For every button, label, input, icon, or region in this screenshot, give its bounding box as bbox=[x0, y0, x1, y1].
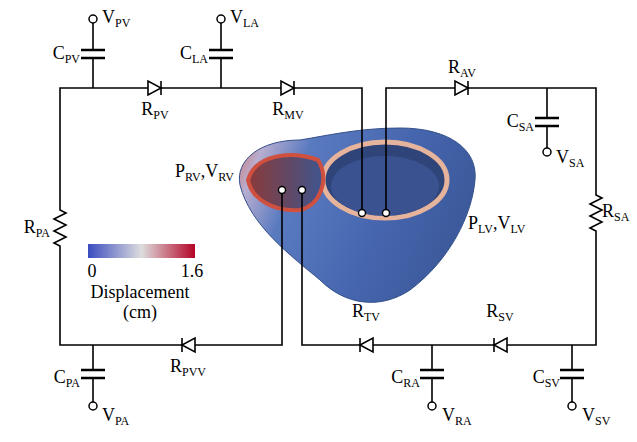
component-label: CLA bbox=[180, 42, 208, 66]
terminal bbox=[89, 15, 576, 410]
component-label: RPVV bbox=[170, 355, 206, 379]
component-label: CSV bbox=[533, 366, 560, 390]
component-label: CSA bbox=[507, 110, 534, 134]
component-label: CPV bbox=[53, 42, 80, 66]
component-label: RSV bbox=[486, 300, 513, 324]
volume-terminal-label: VPA bbox=[102, 404, 129, 428]
diode-symbol bbox=[148, 81, 507, 352]
component-label: RTV bbox=[352, 300, 380, 324]
volume-terminal-label: VSA bbox=[556, 146, 584, 170]
volume-terminal-label: PRV,VRV bbox=[175, 160, 234, 184]
volume-terminal-label: VRA bbox=[442, 404, 472, 428]
colorbar bbox=[88, 244, 195, 258]
volume-terminal-label: PLV,VLV bbox=[468, 212, 525, 236]
node-point bbox=[279, 187, 390, 217]
wire bbox=[60, 23, 596, 402]
component-label: RPV bbox=[141, 98, 168, 122]
component-label: CPA bbox=[54, 366, 80, 390]
component-label: RSA bbox=[602, 200, 629, 224]
resistor-symbol bbox=[54, 190, 602, 250]
colorbar-tick: 0 bbox=[88, 260, 97, 282]
volume-terminal-label: VSV bbox=[582, 404, 610, 428]
component-label: CRA bbox=[391, 366, 420, 390]
volume-terminal-label: VLA bbox=[230, 6, 259, 30]
heart-illustration bbox=[239, 128, 475, 302]
component-label: RMV bbox=[272, 98, 303, 122]
component-label: RAV bbox=[448, 56, 476, 80]
component-label: RPA bbox=[24, 216, 50, 240]
volume-terminal-label: VPV bbox=[102, 6, 130, 30]
capacitor-symbol bbox=[81, 50, 584, 378]
colorbar-title: Displacement (cm) bbox=[80, 282, 200, 322]
colorbar-tick: 1.6 bbox=[181, 260, 204, 282]
